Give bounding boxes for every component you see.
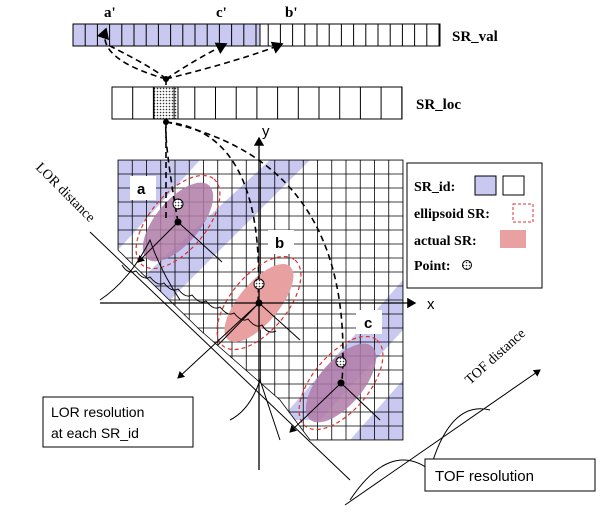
label-b-bg [268, 230, 294, 254]
legend-ellipsoid-sr: ellipsoid SR: [414, 207, 490, 222]
lor-axis [89, 231, 351, 481]
axis-x-label: x [427, 296, 435, 313]
legend-point-swatch [462, 260, 472, 270]
junction-dot-bottom [163, 119, 169, 125]
legend: SR_id: ellipsoid SR: actual SR: Point: [406, 162, 543, 289]
label-a-prime: a' [104, 5, 116, 21]
label-a: a [137, 181, 146, 198]
legend-point: Point: [414, 259, 451, 274]
tof-resolution-text: TOF resolution [435, 468, 534, 485]
legend-sr-id: SR_id: [414, 180, 455, 195]
legend-sr-id-blue [474, 175, 497, 196]
grid-border [117, 159, 404, 441]
sr-loc-array [111, 86, 403, 120]
normal-lines [137, 221, 381, 433]
tof-resolution-box: TOF resolution [424, 458, 596, 492]
lor-resolution-line2: at each SR_id [51, 425, 139, 441]
label-b: b [275, 235, 284, 252]
lor-distance-label: LOR distance [32, 160, 97, 225]
sr-val-array [72, 23, 441, 47]
legend-sr-id-white [502, 175, 525, 196]
label-sr-val: SR_val [452, 29, 498, 45]
lor-resolution-box: LOR resolution at each SR_id [42, 396, 194, 448]
label-c-bg [356, 310, 382, 334]
junction-dot-top [163, 76, 169, 82]
label-a-bg [130, 176, 156, 200]
points [172, 198, 347, 387]
axis-y-label: y [262, 123, 270, 140]
label-c-prime: c' [216, 5, 227, 21]
legend-ellipsoid-swatch [512, 203, 534, 223]
label-c: c [364, 315, 372, 332]
tof-distance-label: TOF distance [463, 326, 529, 388]
legend-actual-swatch [500, 230, 526, 248]
legend-actual-sr: actual SR: [414, 234, 477, 249]
lor-resolution-line1: LOR resolution [51, 404, 144, 420]
label-sr-loc: SR_loc [416, 97, 461, 113]
label-b-prime: b' [285, 5, 298, 21]
dashed-connectors [96, 27, 344, 383]
